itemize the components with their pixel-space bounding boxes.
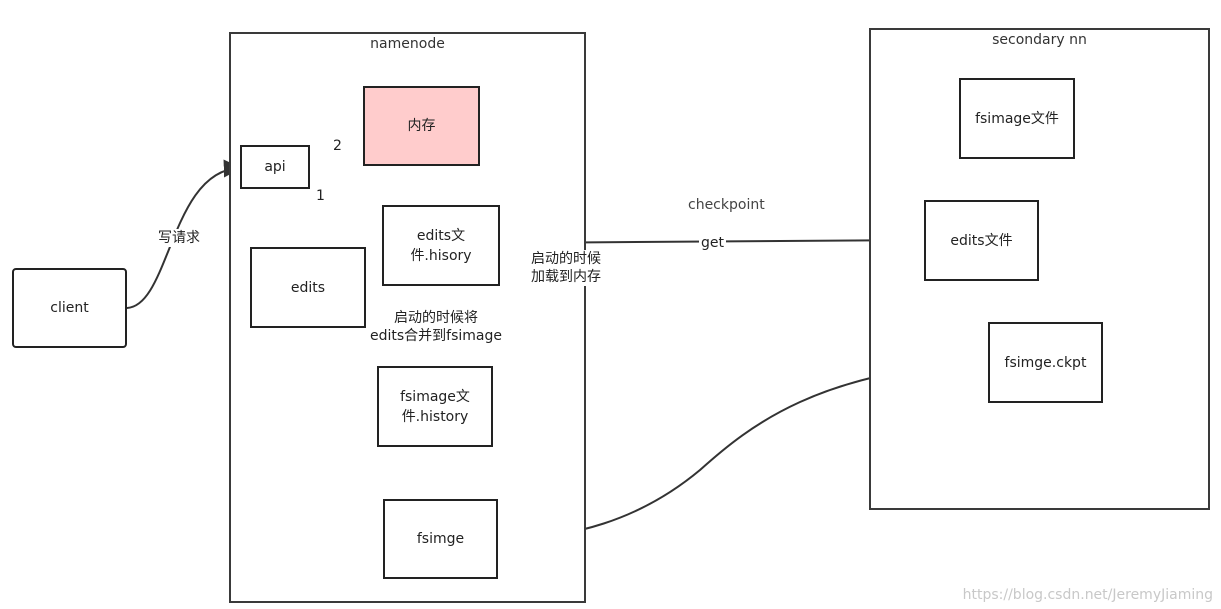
secondary-edits-node[interactable]: edits文件 (924, 200, 1039, 281)
fsimge-node[interactable]: fsimge (383, 499, 498, 579)
secondary-ckpt-node[interactable]: fsimge.ckpt (988, 322, 1103, 403)
edits-history-node-label: edits文 件.hisory (410, 227, 472, 264)
merge-label: 启动的时候将 edits合并到fsimage (370, 309, 503, 345)
get-label: get (699, 234, 726, 252)
api-node[interactable]: api (240, 145, 310, 189)
step-1-label: 1 (316, 188, 325, 204)
load-label: 启动的时候 加载到内存 (531, 250, 601, 286)
fsimage-history-node[interactable]: fsimage文 件.history (377, 366, 493, 447)
secondary-edits-node-label: edits文件 (950, 232, 1013, 249)
edits-node-label: edits (290, 279, 326, 296)
api-node-label: api (264, 159, 286, 175)
secondary-fsimage-node-label: fsimage文件 (975, 110, 1059, 127)
write-request-label: 写请求 (158, 229, 200, 247)
checkpoint-label: checkpoint (688, 197, 765, 213)
secondary-fsimage-node[interactable]: fsimage文件 (959, 78, 1075, 159)
client-node-label: client (50, 300, 89, 316)
fsimage-history-node-label: fsimage文 件.history (400, 388, 470, 425)
client-node[interactable]: client (12, 268, 127, 348)
memory-node-label: 内存 (407, 118, 436, 134)
watermark: https://blog.csdn.net/JeremyJiaming (962, 587, 1213, 603)
fsimge-node-label: fsimge (416, 531, 465, 547)
edits-history-node[interactable]: edits文 件.hisory (382, 205, 500, 286)
memory-node[interactable]: 内存 (363, 86, 480, 166)
step-2-label: 2 (333, 138, 342, 154)
secondary-ckpt-node-label: fsimge.ckpt (1004, 354, 1087, 371)
edits-node[interactable]: edits (250, 247, 366, 328)
secondary-nn-frame-title: secondary nn (992, 32, 1087, 48)
namenode-frame-title: namenode (370, 36, 445, 52)
